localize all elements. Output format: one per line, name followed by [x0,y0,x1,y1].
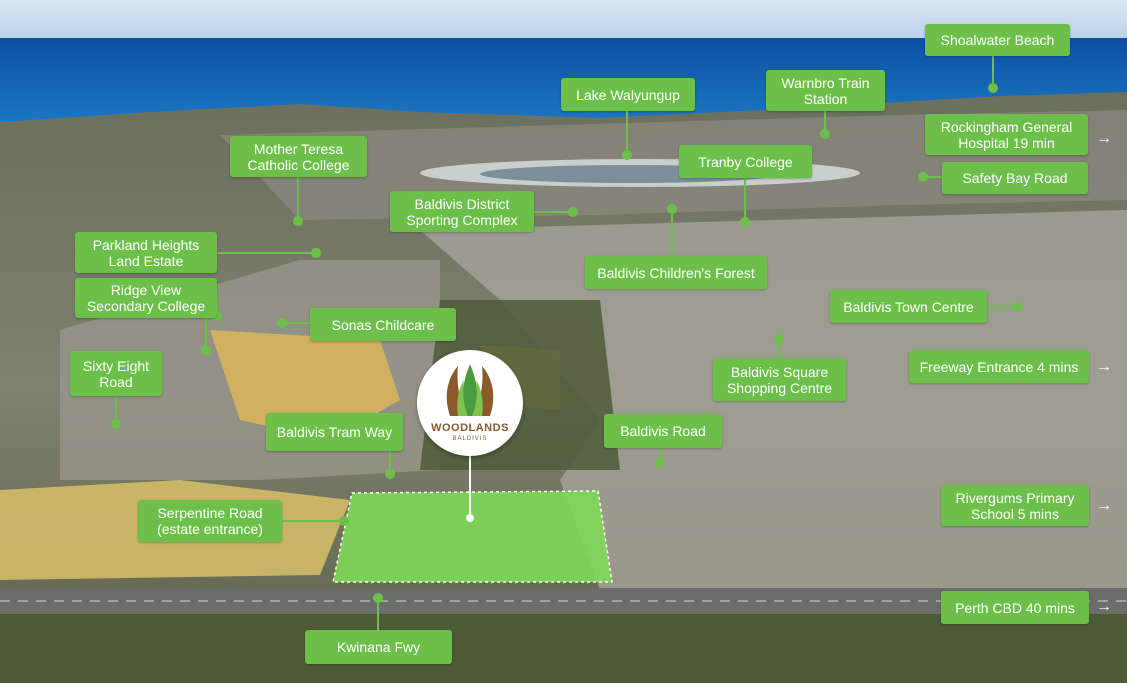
label-rockingham-hospital: Rockingham General Hospital 19 min [925,114,1088,155]
label-lake-walyungup: Lake Walyungup [561,78,695,111]
label-baldivis-square: Baldivis Square Shopping Centre [713,358,846,401]
offscreen-arrow-icon: → [1096,130,1112,147]
label-mother-teresa-college: Mother Teresa Catholic College [230,136,367,177]
sand-clearing [210,330,400,440]
logo-title: WOODLANDS [431,422,509,434]
label-ridge-view-college: Ridge View Secondary College [75,278,217,318]
label-freeway-entrance: Freeway Entrance 4 mins [909,350,1089,383]
estate-overlay [333,491,612,582]
label-baldivis-sporting-complex: Baldivis District Sporting Complex [390,191,534,232]
bushland [0,600,1127,683]
logo-subtitle: BALDIVIS [452,436,488,442]
tree-leaves-icon [446,364,494,416]
label-perth-cbd: Perth CBD 40 mins [941,591,1089,624]
woodlands-logo: WOODLANDS BALDIVIS [417,350,523,456]
label-warnbro-train-station: Warnbro Train Station [766,70,885,111]
label-shoalwater-beach: Shoalwater Beach [925,24,1070,56]
label-tranby-college: Tranby College [679,145,812,178]
offscreen-arrow-icon: → [1096,598,1112,615]
label-baldivis-town-centre: Baldivis Town Centre [830,290,987,323]
logo-pointer-dot [466,514,474,522]
offscreen-arrow-icon: → [1096,497,1112,514]
label-baldivis-childrens-forest: Baldivis Children's Forest [585,256,767,289]
label-baldivis-road: Baldivis Road [604,414,722,448]
label-parkland-heights: Parkland Heights Land Estate [75,232,217,273]
estate-boundary [332,490,613,583]
label-serpentine-road: Serpentine Road (estate entrance) [138,500,282,542]
label-sixty-eight-road: Sixty Eight Road [70,351,162,396]
offscreen-arrow-icon: → [1096,358,1112,375]
label-rivergums-school: Rivergums Primary School 5 mins [941,485,1089,526]
label-safety-bay-road: Safety Bay Road [942,162,1088,194]
label-sonas-childcare: Sonas Childcare [310,308,456,341]
label-kwinana-fwy: Kwinana Fwy [305,630,452,664]
label-baldivis-tram-way: Baldivis Tram Way [266,413,403,451]
